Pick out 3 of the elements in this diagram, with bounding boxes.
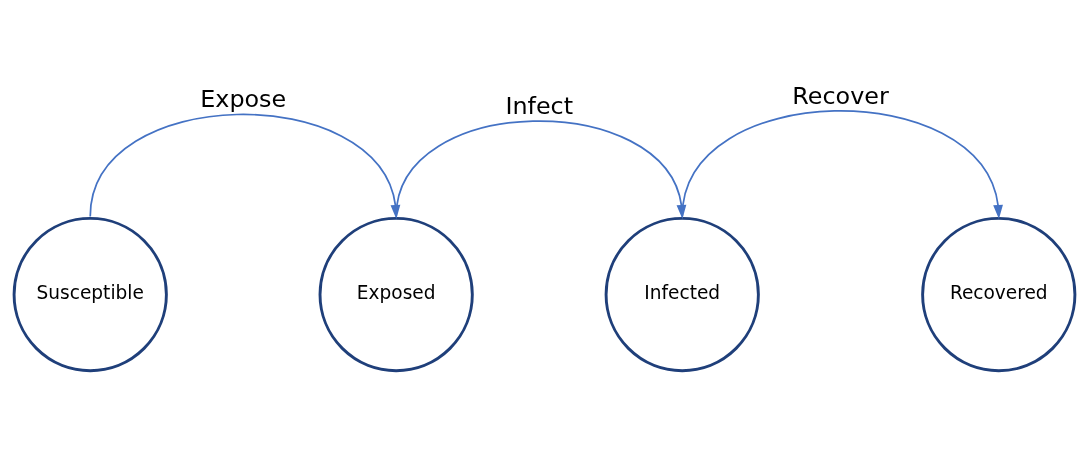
edge-label: Infect bbox=[505, 91, 574, 120]
edge-label: Expose bbox=[200, 84, 287, 113]
edge-label: Recover bbox=[792, 81, 889, 110]
